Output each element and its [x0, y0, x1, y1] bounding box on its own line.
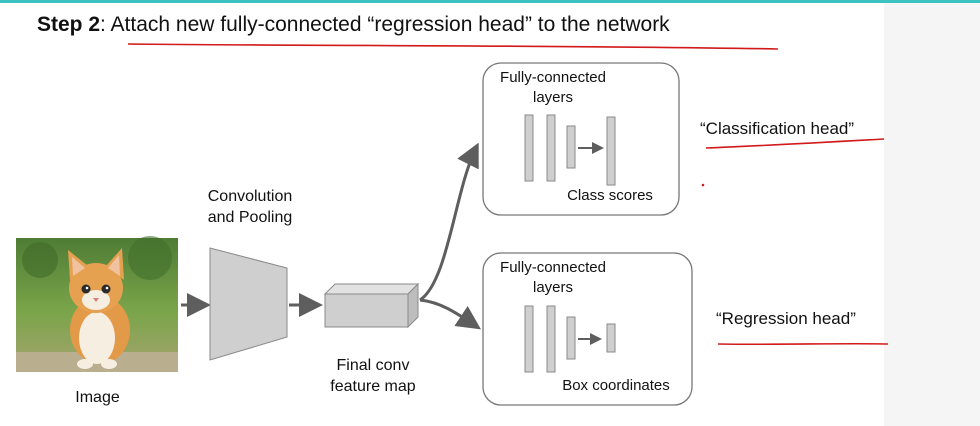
- conv-pooling-label: Convolution and Pooling: [180, 186, 320, 228]
- arrow-feature-to-regression: [419, 298, 481, 330]
- regression-head-box: [482, 252, 693, 406]
- image-label: Image: [75, 389, 120, 406]
- title-text: Attach new fully-connected “regression h…: [110, 13, 670, 36]
- conv-label-line2: and Pooling: [207, 209, 293, 226]
- kitten-image: [16, 236, 178, 372]
- top-accent-bar: [0, 0, 980, 3]
- feature-map-label: Final conv feature map: [308, 355, 438, 397]
- regression-underline: [717, 342, 889, 346]
- classification-underline: [705, 138, 885, 149]
- class-scores-label: Class scores: [567, 187, 653, 204]
- feature-label-line2: feature map: [330, 378, 416, 395]
- regression-fc-label: Fully-connected layers: [488, 258, 618, 298]
- conv-label-line1: Convolution: [207, 188, 293, 205]
- classification-fc-layers: [524, 114, 616, 186]
- feature-map-block: [323, 282, 420, 329]
- title-separator: :: [100, 13, 111, 36]
- regression-head-label: “Regression head”: [716, 309, 856, 328]
- title-underline: [127, 43, 779, 50]
- side-panel: [884, 3, 980, 426]
- classification-fc-line2: layers: [532, 89, 573, 106]
- regression-fc-line2: layers: [532, 279, 573, 296]
- step-label: Step 2: [37, 13, 101, 36]
- box-coordinates-label: Box coordinates: [562, 377, 670, 394]
- annotation-dot: [701, 183, 705, 187]
- regression-fc-layers: [524, 305, 616, 373]
- arrow-feature-to-classification: [419, 142, 479, 302]
- classification-fc-label: Fully-connected layers: [488, 68, 618, 108]
- conv-pooling-block: [209, 247, 288, 361]
- classification-head-label: “Classification head”: [700, 119, 855, 138]
- slide-title: Step 2: Attach new fully-connected “regr…: [37, 13, 670, 37]
- classification-fc-line1: Fully-connected: [500, 69, 606, 86]
- regression-fc-line1: Fully-connected: [500, 259, 606, 276]
- feature-label-line1: Final conv: [336, 357, 410, 374]
